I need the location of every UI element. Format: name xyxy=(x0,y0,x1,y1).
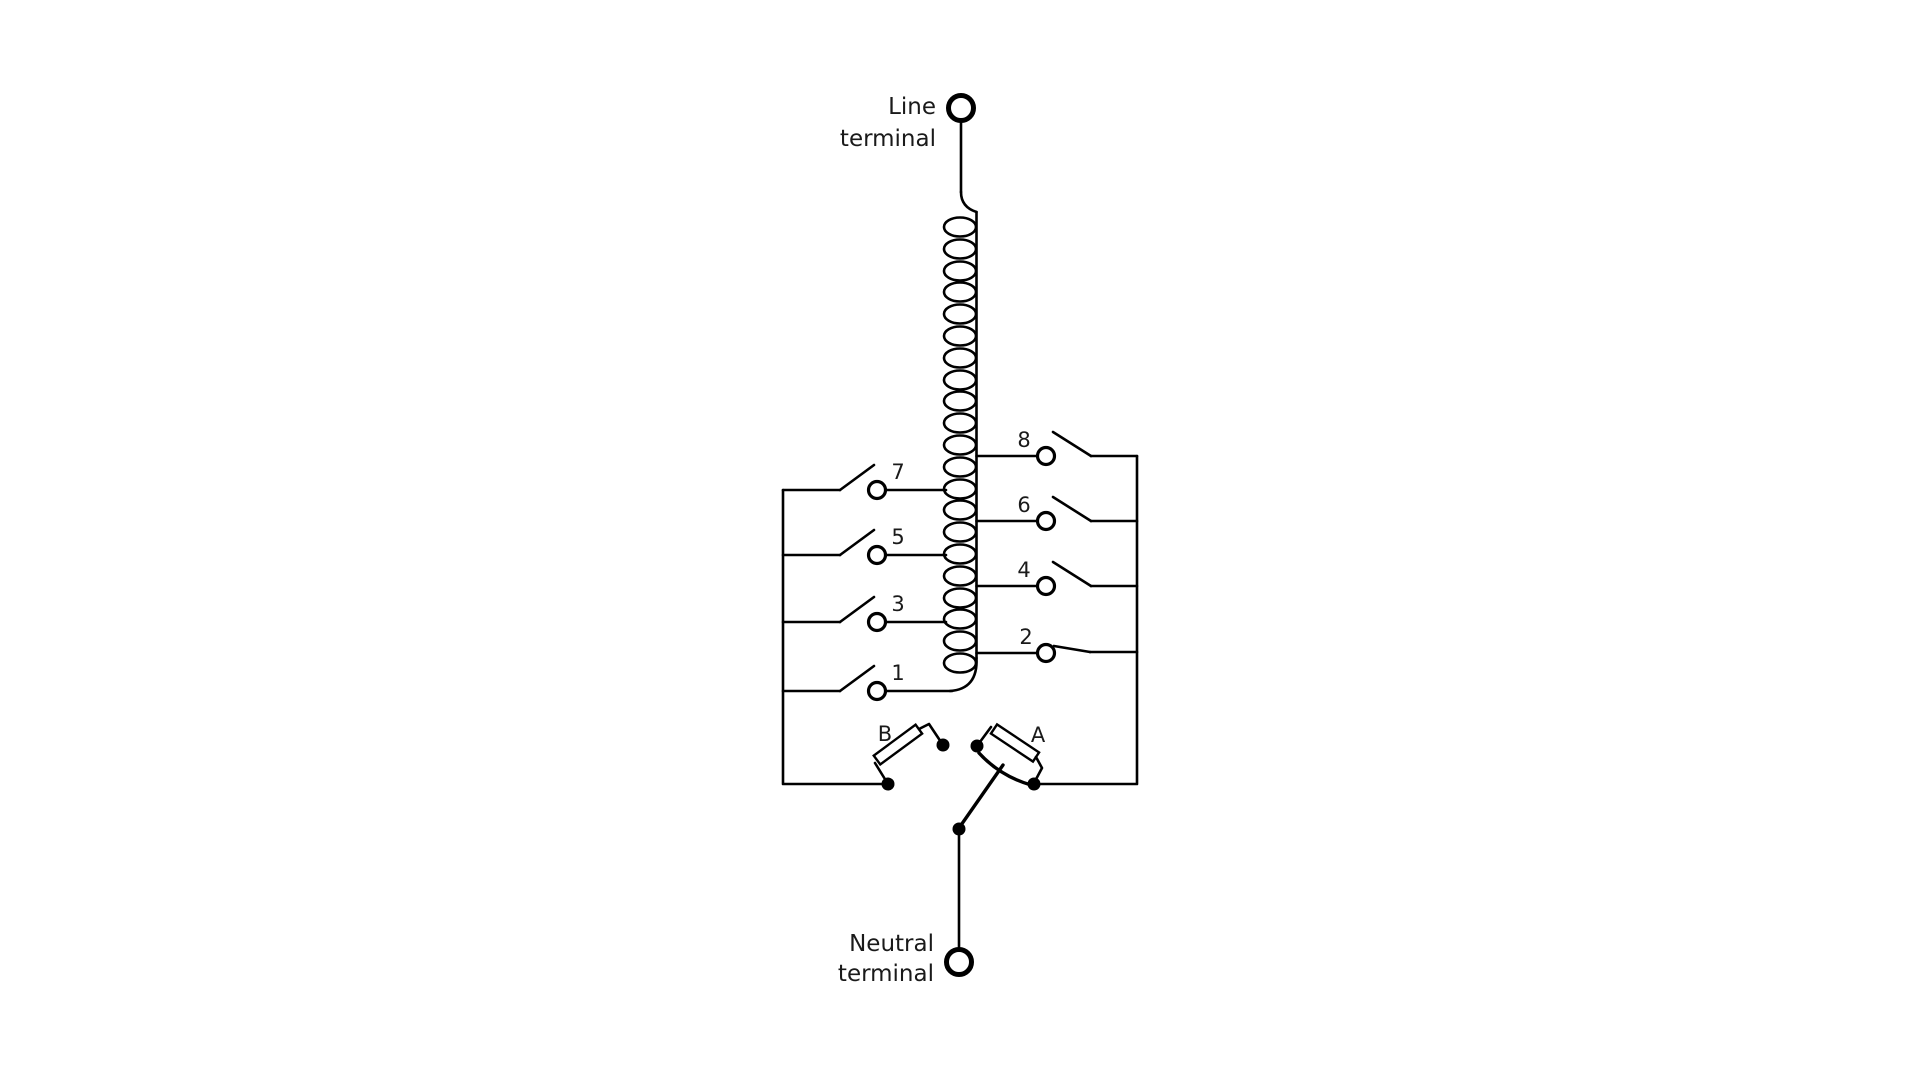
contact-circle-8 xyxy=(1035,445,1057,467)
coil-turn xyxy=(942,281,978,303)
coil-turn xyxy=(942,325,978,347)
coil-turn xyxy=(942,565,978,587)
diverter-arm-link xyxy=(957,763,1005,830)
coil-turn xyxy=(942,630,978,652)
coil-turn xyxy=(942,652,978,674)
contact-circle-2 xyxy=(1035,642,1057,664)
diverter-arm xyxy=(952,751,1033,836)
coil-turn xyxy=(942,521,978,543)
neutral-terminal-label-2: terminal xyxy=(838,961,934,987)
contact-circle-6 xyxy=(1035,510,1057,532)
tap-switch-7: 7 xyxy=(781,460,948,501)
tap-number-1: 1 xyxy=(891,661,904,685)
line-terminal-label-1: Line xyxy=(888,94,936,120)
switch-lever-6 xyxy=(1051,495,1093,523)
switch-lever-1 xyxy=(838,664,876,693)
switch-lever-5 xyxy=(838,528,876,557)
coil-top-bend xyxy=(959,190,978,214)
tap-number-3: 3 xyxy=(891,592,904,616)
contact-circle-1 xyxy=(866,680,888,702)
coil-turn xyxy=(942,260,978,282)
contact-circle-4 xyxy=(1035,575,1057,597)
resistor-b-lead xyxy=(873,761,890,786)
tap-switch-3: 3 xyxy=(781,592,948,633)
right-bus-wire xyxy=(1039,454,1139,786)
coil-bottom-bend xyxy=(948,656,978,693)
coil-turn xyxy=(942,434,978,456)
tap-number-8: 8 xyxy=(1017,428,1030,452)
tap-switch-6: 6 xyxy=(975,493,1139,532)
switch-lever-4 xyxy=(1051,560,1093,588)
resistor-a-label: A xyxy=(1031,723,1046,747)
switch-lever-2 xyxy=(1052,644,1092,654)
switch-lever-3 xyxy=(838,595,876,624)
tap-switch-4: 4 xyxy=(975,558,1139,597)
line-terminal: Line terminal xyxy=(840,93,976,194)
tap-switch-2: 2 xyxy=(975,625,1139,664)
resistor-b-label: B xyxy=(878,722,892,746)
coil-turn xyxy=(942,238,978,260)
coil-turn xyxy=(942,390,978,412)
resistor-a-lead xyxy=(975,725,993,748)
transition-resistor-a: A xyxy=(970,722,1046,791)
left-bus-wire xyxy=(781,488,888,786)
tap-switch-1: 1 xyxy=(781,661,954,702)
tap-number-4: 4 xyxy=(1017,558,1030,582)
neutral-terminal-label-1: Neutral xyxy=(849,931,934,957)
diverter-bridge-arc xyxy=(977,751,1033,787)
tap-number-5: 5 xyxy=(891,525,904,549)
switch-lever-8 xyxy=(1051,430,1093,458)
coil-turn xyxy=(942,543,978,565)
tap-number-7: 7 xyxy=(891,460,904,484)
tap-number-2: 2 xyxy=(1019,625,1032,649)
tap-switch-8: 8 xyxy=(975,428,1139,467)
coil-turn xyxy=(942,608,978,630)
node-dot xyxy=(936,738,950,752)
coil-turn xyxy=(942,303,978,325)
line-terminal-ring xyxy=(946,93,976,123)
neutral-terminal: Neutral terminal xyxy=(838,827,974,987)
winding-coil xyxy=(942,190,978,693)
neutral-terminal-ring xyxy=(944,947,974,977)
coil-turn xyxy=(942,499,978,521)
tap-number-6: 6 xyxy=(1017,493,1030,517)
resistor-a-lead-2 xyxy=(1032,755,1044,785)
contact-circle-3 xyxy=(866,611,888,633)
coil-turn xyxy=(942,369,978,391)
line-terminal-label-2: terminal xyxy=(840,126,936,152)
switch-lever-7 xyxy=(838,463,876,492)
coil-turn xyxy=(942,587,978,609)
tap-switch-5: 5 xyxy=(781,525,948,566)
coil-turn xyxy=(942,412,978,434)
contact-circle-7 xyxy=(866,479,888,501)
node-dot xyxy=(1027,777,1041,791)
transition-resistor-b: B xyxy=(872,722,950,791)
coil-turn xyxy=(942,478,978,500)
resistor-b-lead-2 xyxy=(917,722,945,747)
coil-turn xyxy=(942,347,978,369)
coil-turn xyxy=(942,216,978,238)
coil-turn xyxy=(942,456,978,478)
contact-circle-5 xyxy=(866,544,888,566)
